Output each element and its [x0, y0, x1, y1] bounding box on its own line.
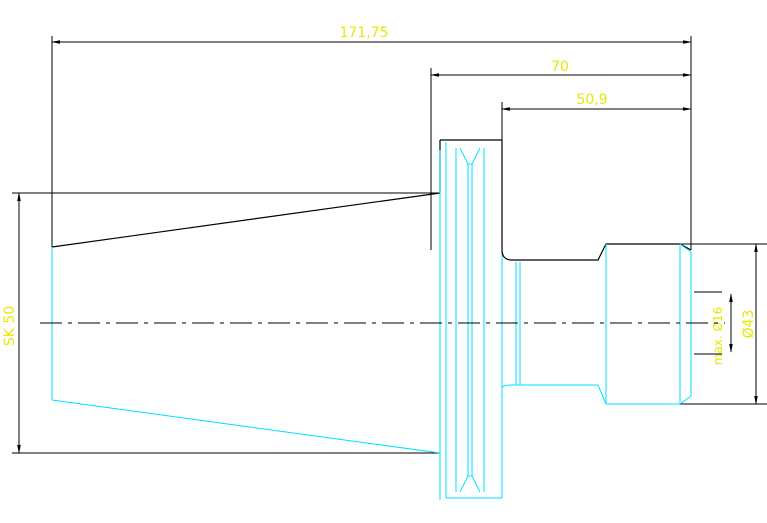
dim-taper: SK 50: [2, 192, 440, 454]
dim-outer-diameter: Ø43: [680, 243, 767, 405]
dim-overall-length: 171,75: [51, 25, 692, 250]
dim-length-70-label: 70: [551, 59, 569, 75]
dim-taper-label: SK 50: [2, 306, 18, 346]
dim-length-50-9-label: 50,9: [576, 92, 607, 108]
dim-length-50-9: 50,9: [501, 92, 692, 140]
dim-overall-length-label: 171,75: [340, 25, 389, 41]
dim-bore: max. Ø16: [694, 291, 733, 366]
dim-outer-diameter-label: Ø43: [741, 310, 757, 339]
tool-holder-outline: [51, 139, 692, 500]
dim-length-70: 70: [430, 59, 692, 250]
dim-bore-label: max. Ø16: [711, 307, 725, 366]
